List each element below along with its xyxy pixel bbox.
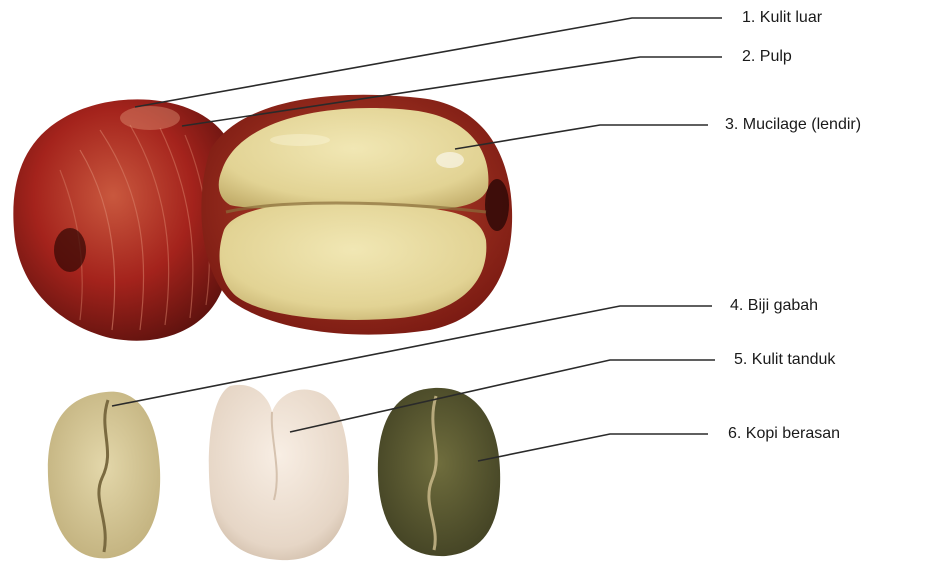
label-kulit-tanduk: 5. Kulit tanduk (734, 352, 835, 368)
mucilage-beans (219, 108, 489, 320)
leader-line-kulit-tanduk (290, 360, 715, 432)
bean-silver-skin (209, 385, 349, 560)
bean-green (378, 388, 500, 556)
label-kopi-berasan: 6. Kopi berasan (728, 426, 840, 442)
label-pulp: 2. Pulp (742, 49, 792, 65)
leader-line-kulit-luar (135, 18, 722, 107)
label-mucilage: 3. Mucilage (lendir) (725, 117, 861, 133)
label-kulit-luar: 1. Kulit luar (742, 10, 822, 26)
leader-line-kopi-berasan (478, 434, 708, 461)
label-biji-gabah: 4. Biji gabah (730, 298, 818, 314)
bean-parchment (48, 392, 160, 559)
